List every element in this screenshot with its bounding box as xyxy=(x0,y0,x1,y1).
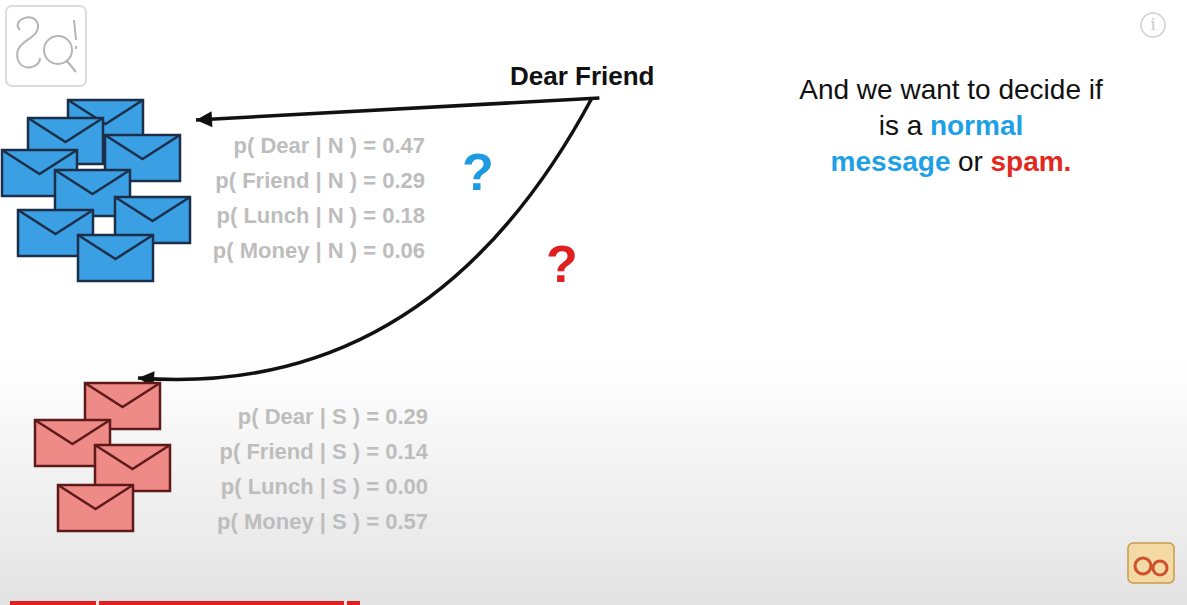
question-fragment: spam. xyxy=(990,146,1071,177)
arrow-head xyxy=(196,111,212,127)
curved-arrow xyxy=(138,98,592,387)
probability-text: p( Money | N ) = 0.06 xyxy=(213,233,425,268)
corner-logo xyxy=(1128,543,1174,583)
probability-text: p( Lunch | N ) = 0.18 xyxy=(213,198,425,233)
probability-text: p( Friend | N ) = 0.29 xyxy=(213,163,425,198)
phrase-node: Dear Friend xyxy=(510,60,659,94)
question-fragment: or xyxy=(958,146,983,177)
probability-list: p( Dear | S ) = 0.29p( Friend | S ) = 0.… xyxy=(217,399,428,539)
probability-list: p( Dear | N ) = 0.47p( Friend | N ) = 0.… xyxy=(213,128,425,268)
logo-sketch xyxy=(6,6,86,86)
probability-text: p( Dear | S ) = 0.29 xyxy=(217,399,428,434)
envelope xyxy=(78,235,153,281)
progress-bar xyxy=(10,601,360,605)
info-letter: i xyxy=(1150,17,1155,33)
envelope-stack xyxy=(0,98,192,288)
envelope xyxy=(58,485,133,531)
curved-arrow xyxy=(196,98,599,127)
probability-text: p( Money | S ) = 0.57 xyxy=(217,504,428,539)
probability-text: p( Friend | S ) = 0.14 xyxy=(217,434,428,469)
info-icon xyxy=(1141,13,1165,37)
envelope-stack xyxy=(33,381,173,534)
message-pile: p( Dear | N ) = 0.47p( Friend | N ) = 0.… xyxy=(0,98,192,288)
edge-label: ? xyxy=(462,146,494,198)
edge-label: ? xyxy=(546,238,578,290)
message-pile: p( Dear | S ) = 0.29p( Friend | S ) = 0.… xyxy=(33,381,173,534)
arrow-line xyxy=(196,98,599,120)
arrow-line xyxy=(138,98,592,379)
phrase-text: Dear Friend xyxy=(510,60,659,92)
probability-text: p( Dear | N ) = 0.47 xyxy=(213,128,425,163)
probability-text: p( Lunch | S ) = 0.00 xyxy=(217,469,428,504)
question-text: And we want to decide if is anormal mess… xyxy=(796,72,1106,180)
